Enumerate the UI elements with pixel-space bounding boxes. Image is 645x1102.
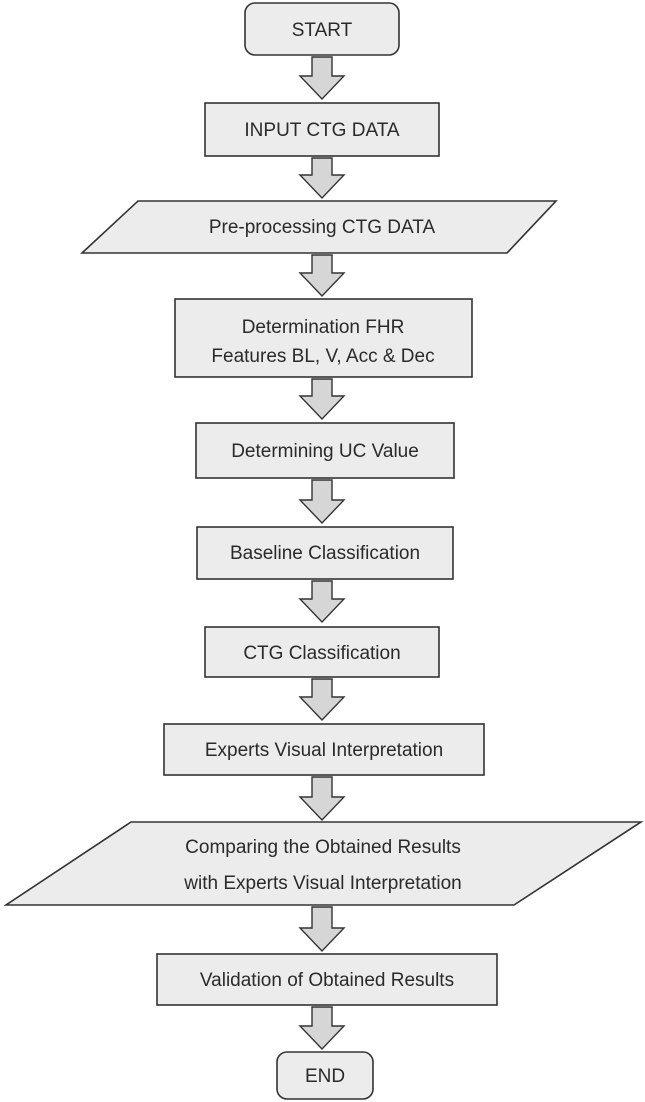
fhr-label-line2: Features BL, V, Acc & Dec: [211, 346, 434, 367]
end-node: END: [276, 1051, 374, 1100]
uc-value-node: Determining UC Value: [195, 422, 455, 479]
arrow-validation-to-end: [298, 1006, 346, 1051]
validation-node: Validation of Obtained Results: [156, 953, 498, 1006]
experts-label: Experts Visual Interpretation: [205, 740, 443, 761]
arrow-ctg-to-experts: [298, 678, 346, 722]
preprocessing-label: Pre-processing CTG DATA: [209, 217, 436, 238]
arrow-preprocess-to-fhr: [298, 254, 346, 298]
arrow-fhr-to-uc: [298, 378, 346, 421]
arrow-start-to-input: [298, 56, 346, 101]
comparing-results-node: Comparing the Obtained Results with Expe…: [3, 821, 644, 906]
input-label: INPUT CTG DATA: [244, 120, 400, 141]
baseline-classification-node: Baseline Classification: [196, 526, 454, 580]
arrow-compare-to-validation: [298, 906, 346, 953]
validation-label: Validation of Obtained Results: [200, 970, 454, 991]
arrow-baseline-to-ctg: [298, 580, 346, 624]
arrow-experts-to-compare: [298, 776, 346, 822]
ctg-label: CTG Classification: [243, 643, 400, 664]
compare-label-line2: with Experts Visual Interpretation: [183, 873, 461, 894]
uc-label: Determining UC Value: [231, 441, 419, 462]
fhr-label-line1: Determination FHR: [242, 317, 405, 338]
start-label: START: [292, 20, 353, 41]
baseline-label: Baseline Classification: [230, 543, 420, 564]
end-label: END: [305, 1066, 345, 1087]
compare-label-line1: Comparing the Obtained Results: [185, 837, 461, 858]
arrow-uc-to-baseline: [298, 479, 346, 525]
arrow-input-to-preprocess: [298, 157, 346, 200]
preprocessing-node: Pre-processing CTG DATA: [79, 200, 558, 254]
ctg-classification-node: CTG Classification: [204, 626, 440, 678]
experts-interpretation-node: Experts Visual Interpretation: [163, 723, 485, 776]
fhr-features-node: Determination FHR Features BL, V, Acc & …: [174, 298, 473, 378]
start-node: START: [244, 2, 400, 56]
input-ctg-data-node: INPUT CTG DATA: [204, 102, 440, 157]
